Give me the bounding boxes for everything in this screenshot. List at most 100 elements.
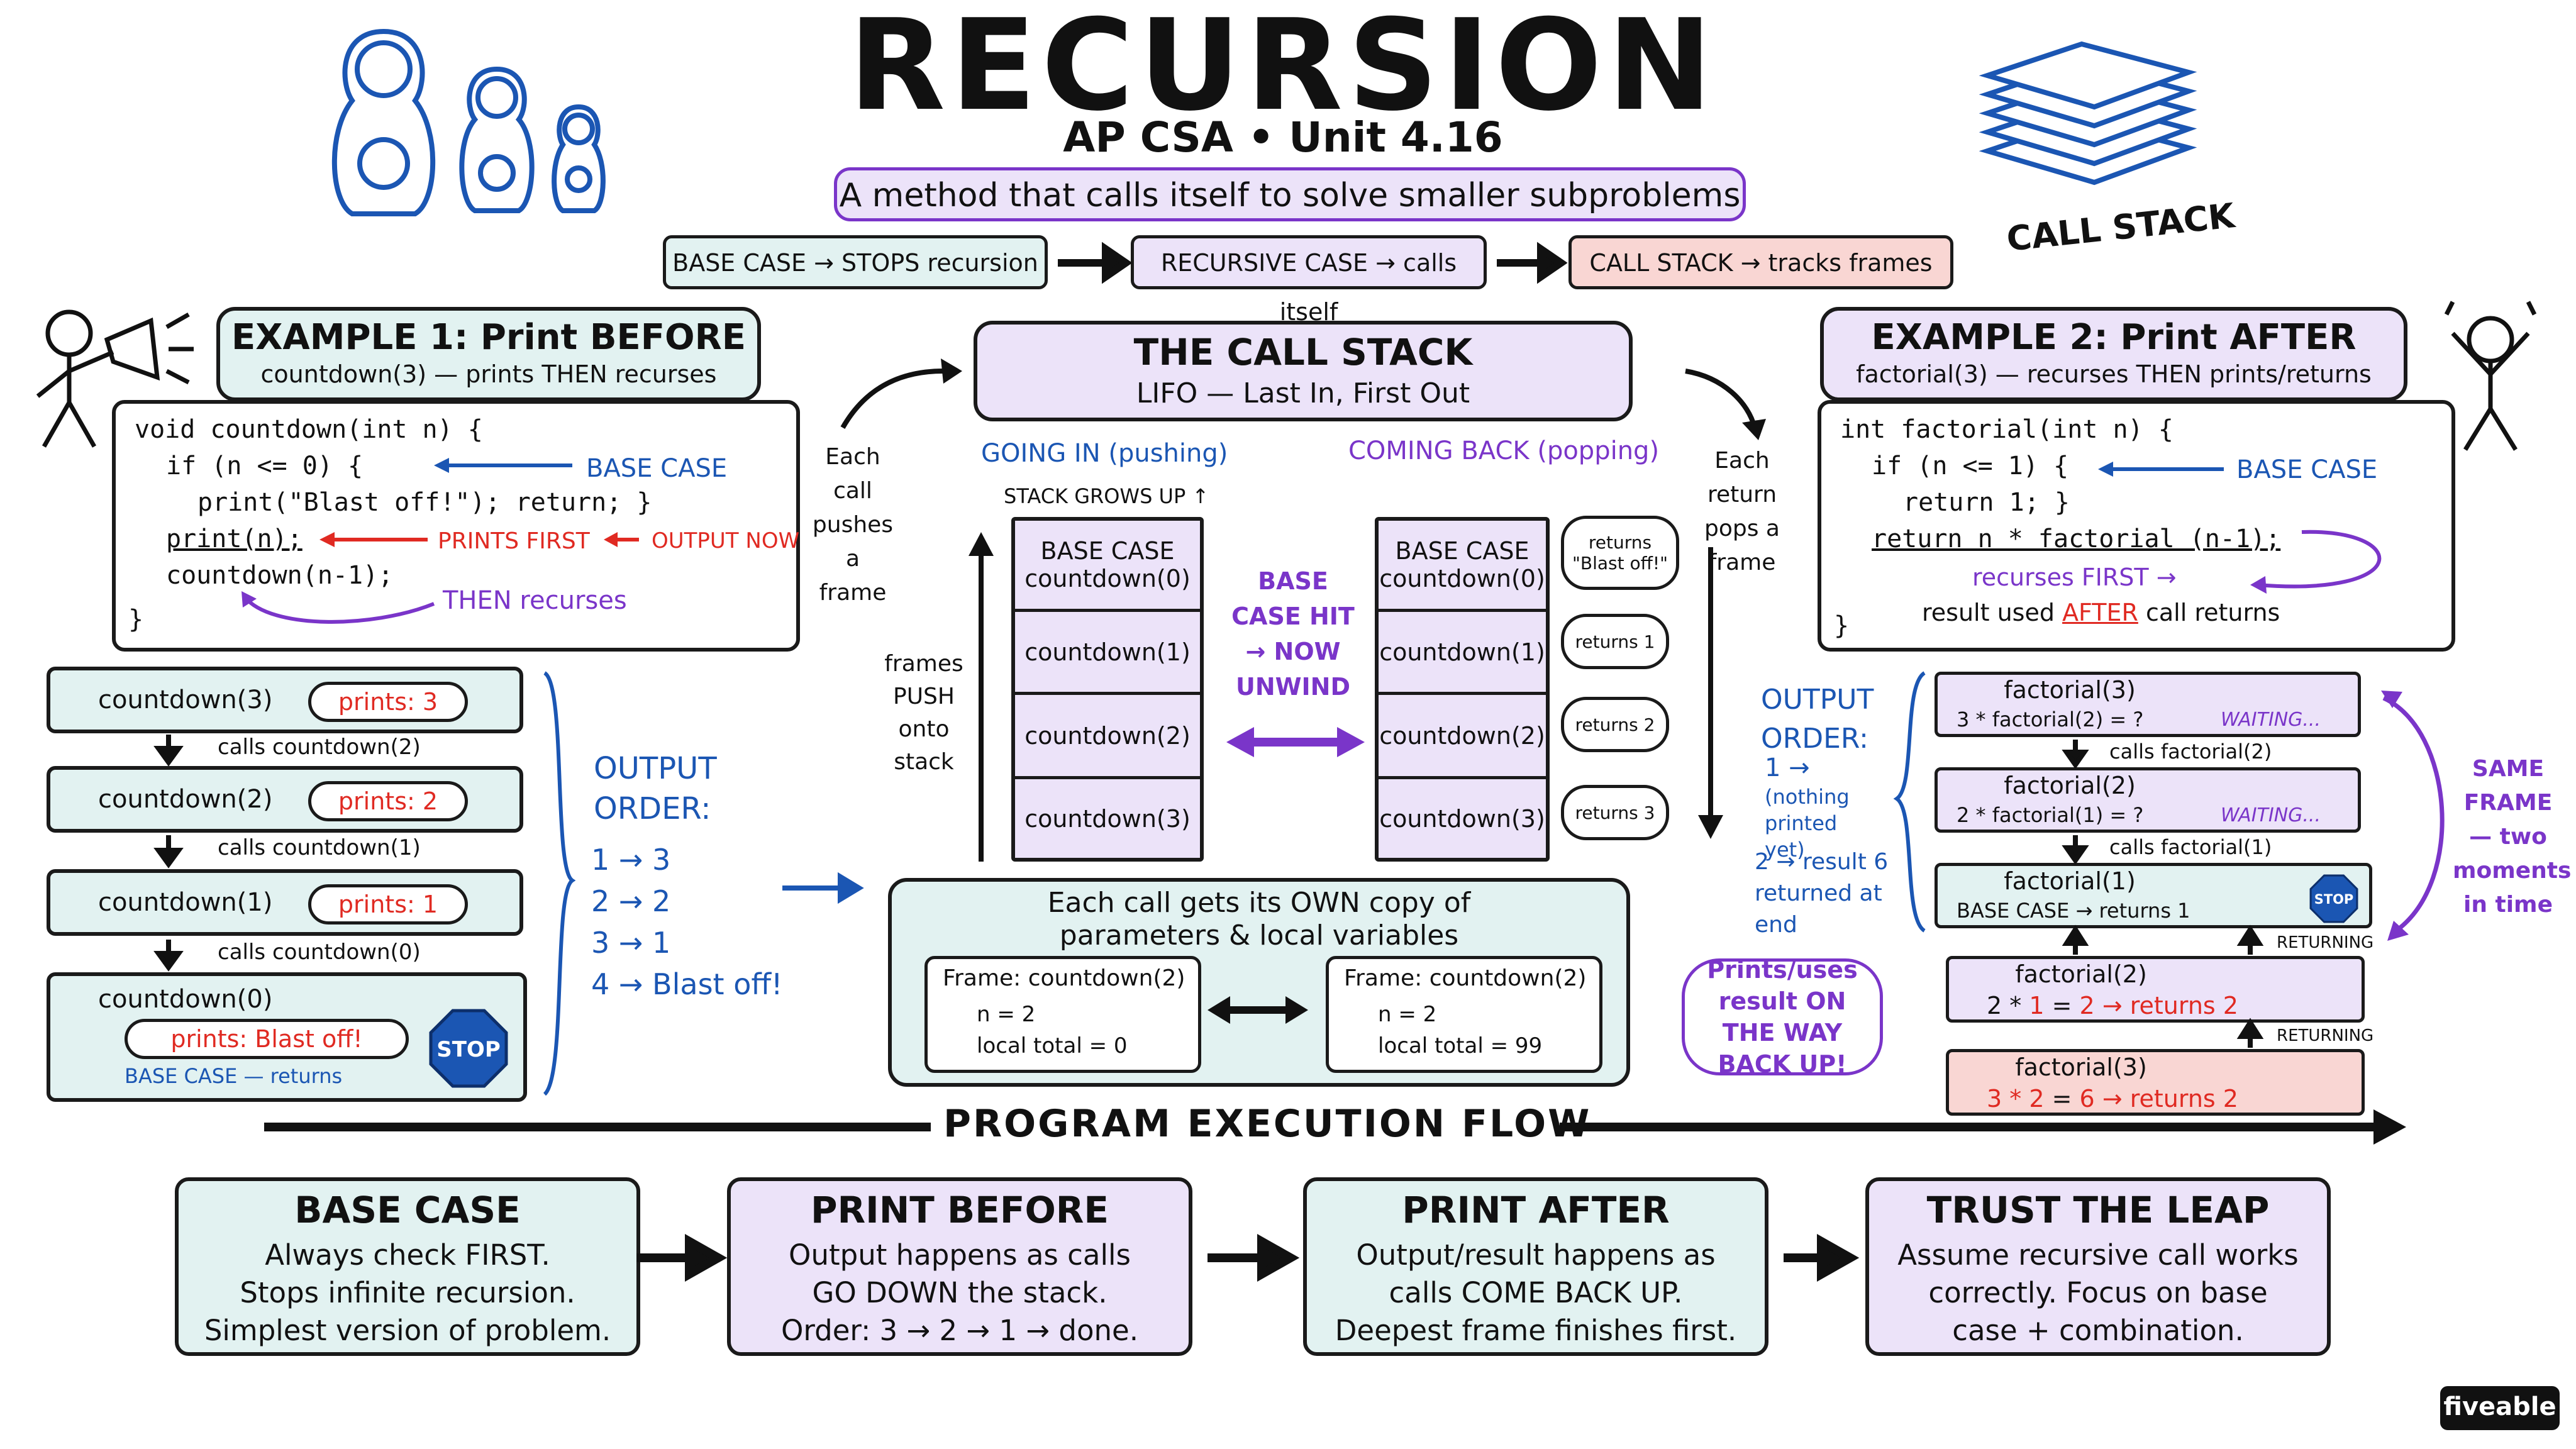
concept-recursive-case: RECURSIVE CASE → calls itself [1131,235,1487,326]
stack-frame: countdown(1) [1379,609,1546,692]
frame-name: countdown(0) [98,985,273,1014]
example2-code-panel: int factorial(int n) { if (n <= 1) { ret… [1818,400,2455,652]
calls-label: calls factorial(1) [2109,835,2272,859]
flow-step-line: correctly. Focus on base [1928,1276,2268,1309]
frame-expr: 3 * 2 = 6 → returns 2 [1987,1085,2238,1113]
going-in-label: GOING IN (pushing) [981,439,1228,468]
callstack-header: THE CALL STACK LIFO — Last In, First Out [974,321,1633,421]
example2-subtitle: factorial(3) — recurses THEN prints/retu… [1856,360,2372,388]
frame-copy-param: n = 2 [1378,1002,1437,1027]
megaphone-figure-icon [36,309,194,448]
stack-frame: countdown(2) [1015,692,1200,776]
cheering-figure-icon [2444,301,2537,451]
annotation-base-case: BASE CASE [586,454,728,483]
return-bubble: returns 1 [1561,614,1669,669]
flow-step-line: calls COME BACK UP. [1389,1276,1683,1309]
frame-copy-local: local total = 99 [1378,1033,1543,1058]
frame-name: factorial(2) [2004,772,2136,799]
example2-output-title: OUTPUT ORDER: [1761,684,1874,755]
tagline: A method that calls itself to solve smal… [834,167,1746,221]
callstack-title: THE CALL STACK [1133,331,1473,374]
speech-bubble: prints: 3 [308,682,468,722]
expr-part: = [2044,1085,2080,1113]
base-case-hit-label: BASE CASE HIT → NOW UNWIND [1231,567,1355,701]
frame-copy-b: Frame: countdown(2) n = 2 local total = … [1326,956,1602,1073]
own-copy-panel: Each call gets its OWN copy of parameter… [888,878,1630,1087]
code-line-4: print(n); [166,525,303,553]
each-call-note: Each call pushes a frame [812,444,894,606]
stop-sign-icon: STOP [2309,874,2358,923]
execution-flow-title: PROGRAM EXECUTION FLOW [943,1102,1592,1146]
frame-return: → returns 2 [2102,1085,2238,1113]
way-back-up-note: Prints/uses result ON THE WAY BACK UP! [1682,956,1883,1078]
calls-label: calls factorial(2) [2109,740,2272,763]
speech-bubble: prints: 1 [308,884,468,924]
example2-title: EXAMPLE 2: Print AFTER [1871,317,2357,358]
calls-label-2: calls countdown(1) [218,835,421,860]
nesting-dolls-icon [331,28,606,216]
page-title: RECURSION [848,0,1718,139]
output-line-1: 1 → 3 [591,843,671,877]
base-case-note: BASE CASE — returns [125,1064,343,1088]
expr-part: 2 [2029,1085,2045,1113]
frame-name: factorial(3) [2015,1053,2147,1081]
frame-status: WAITING... [2221,804,2321,826]
stop-text: STOP [436,1037,501,1062]
code-line-6: } [128,605,144,634]
flow-step-line: GO DOWN the stack. [812,1276,1108,1309]
frame-expr: 2 * 1 = 2 → returns 2 [1987,992,2238,1019]
flow-step-base-case: BASE CASE Always check FIRST. Stops infi… [175,1177,640,1356]
frame-name: countdown(3) [98,686,273,714]
factorial-frame-3-down: factorial(3) 3 * factorial(2) = ? WAITIN… [1935,672,2361,737]
speech-bubble: prints: 2 [308,781,468,821]
frame-name: countdown(1) [98,888,273,917]
code-line-1: int factorial(int n) { [1840,415,2174,444]
own-copy-line-1: Each call gets its OWN copy of [1047,887,1471,919]
returning-label: RETURNING [2277,933,2374,952]
stop-sign-icon: STOP [429,1009,508,1088]
flow-step-title: BASE CASE [294,1189,521,1231]
flow-step-line: Output happens as calls [789,1238,1131,1272]
stacked-papers-icon [1979,41,2197,186]
stack-frame: BASE CASE countdown(0) [1379,521,1546,609]
annotation-base-case: BASE CASE [2236,455,2378,484]
frame-copy-param: n = 2 [977,1002,1036,1027]
expr-part: 1 [2029,992,2045,1019]
flow-step-line: Output/result happens as [1356,1238,1716,1272]
frame-expr: BASE CASE → returns 1 [1957,899,2190,923]
code-line-5: } [1834,611,1850,640]
example2-output-2: 2 → result 6 returned at end [1755,849,1889,938]
flow-step-print-before: PRINT BEFORE Output happens as calls GO … [727,1177,1192,1356]
frame-copy-title: Frame: countdown(2) [943,965,1185,991]
frame-status: WAITING... [2221,709,2321,731]
stop-text: STOP [2314,892,2353,907]
expr-part: = [2044,992,2080,1019]
flow-step-line: Deepest frame finishes first. [1335,1314,1737,1347]
speech-bubble: prints: Blast off! [125,1019,409,1059]
output-line-4: 4 → Blast off! [591,967,783,1001]
left-stack: BASE CASE countdown(0) countdown(1) coun… [1011,517,1204,862]
stack-frame: countdown(3) [1379,776,1546,858]
expr-part: 2 * [1987,992,2029,1019]
flow-step-print-after: PRINT AFTER Output/result happens as cal… [1303,1177,1768,1356]
countdown-frame-1: countdown(1) prints: 1 [47,869,523,936]
page-subtitle: AP CSA • Unit 4.16 [1063,113,1503,162]
factorial-frame-2-up: factorial(2) 2 * 1 = 2 → returns 2 [1946,956,2365,1023]
frame-copy-title: Frame: countdown(2) [1344,965,1587,991]
annotation-output-now: OUTPUT NOW [652,528,800,553]
example2-output-1: 1 → [1765,753,1810,782]
example1-title: EXAMPLE 1: Print BEFORE [231,317,746,358]
frame-name: factorial(2) [2015,960,2147,988]
example1-code-panel: void countdown(int n) { if (n <= 0) { pr… [112,400,800,652]
own-copy-line-2: parameters & local variables [1059,919,1459,952]
factorial-frame-2-down: factorial(2) 2 * factorial(1) = ? WAITIN… [1935,767,2361,833]
right-stack: BASE CASE countdown(0) countdown(1) coun… [1375,517,1550,862]
each-return-note: Each return pops a frame [1704,448,1780,575]
countdown-frame-2: countdown(2) prints: 2 [47,766,523,833]
callstack-subtitle: LIFO — Last In, First Out [1136,377,1470,409]
